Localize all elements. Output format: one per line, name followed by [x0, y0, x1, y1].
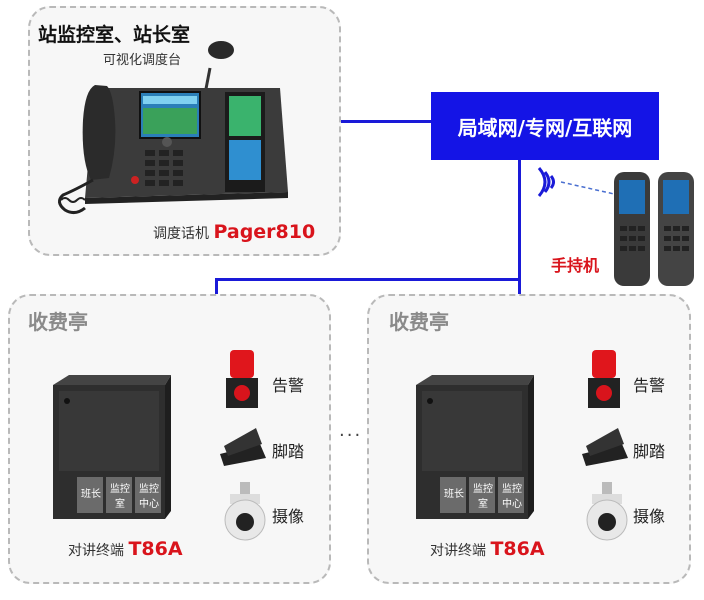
dispatch-phone-model: Pager810: [213, 221, 316, 243]
network-trunk-horizontal: [215, 278, 521, 281]
network-trunk-vertical: [518, 160, 521, 295]
link-phone-to-network: [341, 120, 431, 123]
t86a-button-2-1: 班长: [444, 489, 464, 500]
terminal-caption-1: 对讲终端 T86A: [68, 538, 183, 560]
wireless-signal-icon: [537, 167, 624, 197]
terminal-model-2: T86A: [490, 538, 545, 560]
alarm-light-icon-2: [588, 350, 620, 408]
camera-label-1: 摄像: [272, 507, 305, 526]
toll-booth-title-1: 收费亭: [28, 310, 88, 334]
ptz-camera-icon-2: [586, 482, 628, 541]
toll-booth-title-2: 收费亭: [389, 310, 449, 334]
terminal-caption-text-1: 对讲终端: [68, 543, 124, 559]
pager810-phone-image: [58, 41, 288, 215]
terminal-model-1: T86A: [128, 538, 183, 560]
alarm-label-1: 告警: [272, 376, 305, 395]
t86a-button-1-1: 班长: [81, 489, 101, 500]
ptz-camera-icon-1: [224, 482, 266, 541]
alarm-label-2: 告警: [633, 376, 666, 395]
pedal-label-2: 脚踏: [633, 442, 666, 461]
dispatch-phone-caption: 调度话机 Pager810: [153, 221, 315, 243]
dispatch-console-label: 可视化调度台: [103, 53, 182, 68]
pedal-label-1: 脚踏: [272, 442, 305, 461]
dispatch-phone-caption-text: 调度话机: [153, 226, 209, 242]
control-room-title: 站监控室、站长室: [38, 24, 191, 46]
t86a-terminal-image-1: [53, 375, 171, 519]
t86a-button-1-2: 监控室: [110, 484, 130, 510]
network-box: 局域网/专网/互联网: [431, 92, 659, 160]
handheld-radio-image: [614, 172, 694, 286]
t86a-terminal-image-2: [416, 375, 534, 519]
camera-label-2: 摄像: [633, 507, 666, 526]
terminal-caption-text-2: 对讲终端: [430, 543, 486, 559]
foot-pedal-icon-2: [582, 428, 628, 466]
handheld-label: 手持机: [551, 256, 600, 275]
link-booth-1: [215, 278, 218, 296]
t86a-button-1-3: 监控中心: [139, 484, 159, 510]
terminal-caption-2: 对讲终端 T86A: [430, 538, 545, 560]
foot-pedal-icon-1: [220, 428, 266, 466]
t86a-button-2-3: 监控中心: [502, 484, 522, 510]
alarm-light-icon-1: [226, 350, 258, 408]
t86a-button-2-2: 监控室: [473, 484, 493, 510]
more-booths-ellipsis: ···: [339, 425, 363, 446]
